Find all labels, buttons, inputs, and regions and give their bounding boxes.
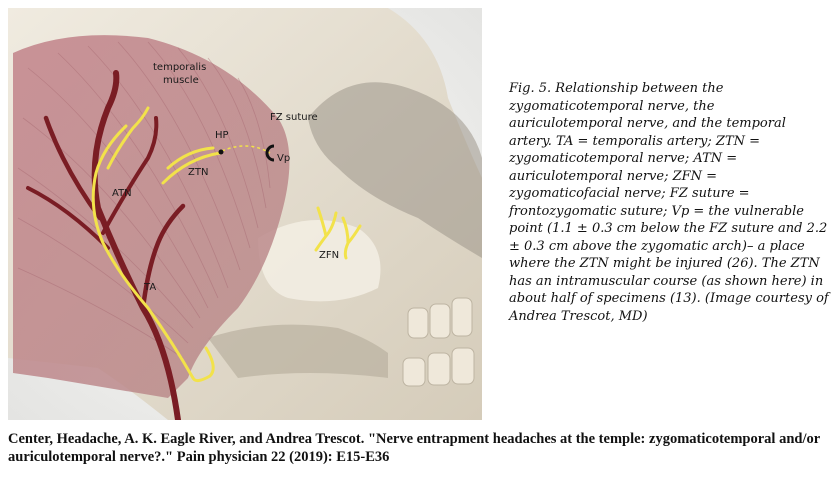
hp-point [218, 149, 224, 155]
citation: Center, Headache, A. K. Eagle River, and… [8, 431, 820, 465]
orbit [308, 82, 482, 259]
temporalis-muscle [13, 35, 290, 399]
label-atn: ATN [112, 188, 132, 199]
muscle-fibers [17, 41, 271, 359]
teeth [402, 297, 475, 387]
label-ta: TA [143, 282, 156, 293]
label-fz-suture: FZ suture [270, 112, 318, 123]
auriculotemporal-nerve [91, 106, 215, 383]
zygomaticofacial-nerve [314, 206, 362, 260]
label-ztn: ZTN [188, 167, 208, 178]
label-temporalis: temporalis muscle [153, 62, 209, 86]
anatomy-figure: temporalis muscle FZ suture HP Vp ZTN AT… [8, 8, 482, 420]
label-zfn: ZFN [319, 250, 339, 261]
temporal-artery [26, 70, 186, 420]
vp-marker [265, 144, 275, 162]
skull-illustration: temporalis muscle FZ suture HP Vp ZTN AT… [8, 8, 482, 420]
figure-caption: Fig. 5. Relationship between the zygomat… [509, 81, 829, 324]
label-vp: Vp [277, 153, 290, 164]
label-hp: HP [215, 130, 229, 141]
zygomaticotemporal-nerve [161, 146, 222, 185]
